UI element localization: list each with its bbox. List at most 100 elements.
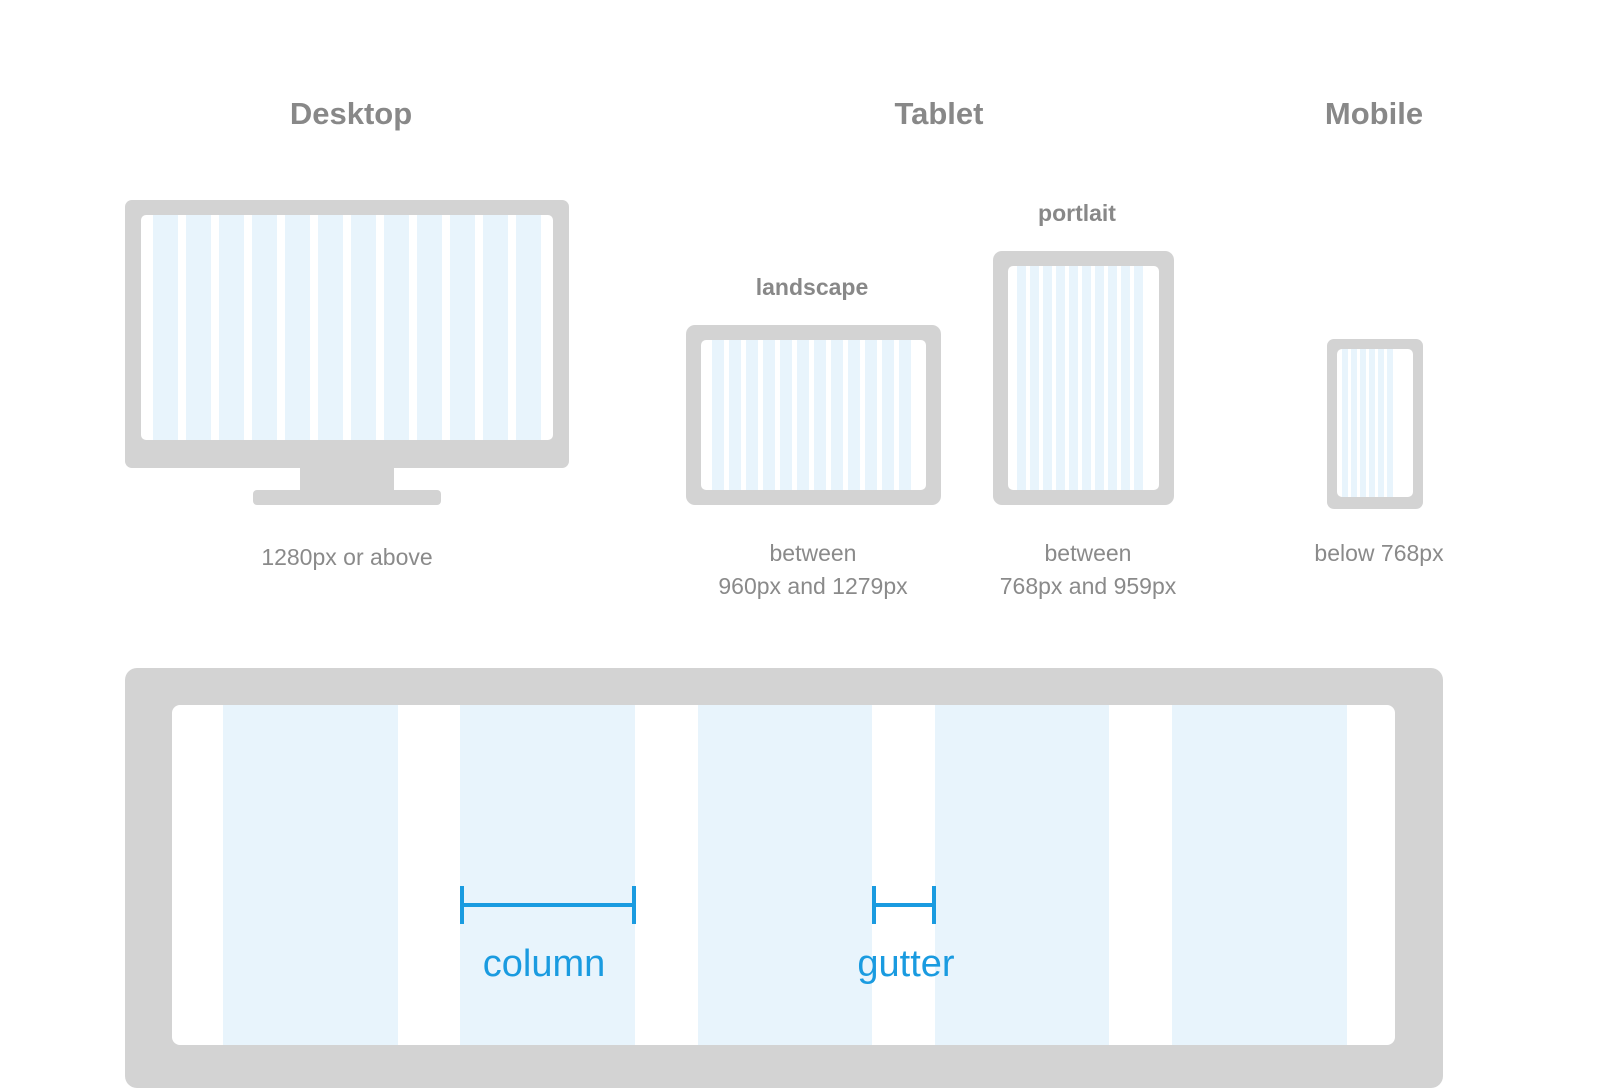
screen-gutter (211, 215, 219, 440)
screen-column (1017, 266, 1026, 490)
diagram-card: Desktop Tablet Mobile 1280px or above la… (125, 96, 1529, 1088)
screen-column (1056, 266, 1065, 490)
screen-column (831, 340, 843, 490)
tablet-landscape-screen (701, 340, 926, 490)
screen-column (318, 215, 343, 440)
gutter-measure-left-tick (872, 886, 876, 924)
screen-gutter (1357, 349, 1360, 497)
screen-gutter (1366, 349, 1369, 497)
column-measure (460, 886, 636, 926)
screen-gutter (442, 215, 450, 440)
caption-desktop: 1280px or above (197, 541, 497, 574)
screen-column (899, 340, 911, 490)
screen-gutter (877, 340, 882, 490)
screen-column (1069, 266, 1078, 490)
screen-gutter (758, 340, 763, 490)
gutter-measure-right-tick (932, 886, 936, 924)
column-measure-right-tick (632, 886, 636, 924)
screen-column (1121, 266, 1130, 490)
screen-gutter (1065, 266, 1069, 490)
screen-gutter (1026, 266, 1030, 490)
column-measure-left-tick (460, 886, 464, 924)
screen-gutter (826, 340, 831, 490)
screen-gutter (809, 340, 814, 490)
screen-column (351, 215, 376, 440)
tablet-portrait-screen (1008, 266, 1159, 490)
grid-column-4 (935, 705, 1109, 1045)
grid-column-5 (1172, 705, 1347, 1045)
screen-column (1351, 349, 1357, 497)
screen-gutter (843, 340, 848, 490)
screen-column (882, 340, 894, 490)
screen-column (1030, 266, 1039, 490)
caption-portrait: between 768px and 959px (938, 537, 1238, 603)
label-landscape: landscape (755, 274, 869, 300)
screen-column (1387, 349, 1393, 497)
screen-column (797, 340, 809, 490)
grid-column-3 (698, 705, 872, 1045)
screen-column (848, 340, 860, 490)
grid-column-1 (223, 705, 398, 1045)
caption-mobile: below 768px (1229, 537, 1529, 570)
label-portrait: portlait (1038, 200, 1116, 226)
screen-gutter (860, 340, 865, 490)
screen-gutter (1104, 266, 1108, 490)
screen-column (746, 340, 758, 490)
screen-gutter (741, 340, 746, 490)
heading-mobile: Mobile (1324, 96, 1424, 131)
mobile-screen (1337, 349, 1413, 497)
screen-gutter (1052, 266, 1056, 490)
screen-gutter (775, 340, 780, 490)
screen-column (417, 215, 442, 440)
screen-column (450, 215, 475, 440)
screen-gutter (724, 340, 729, 490)
screen-gutter (792, 340, 797, 490)
screen-column (219, 215, 244, 440)
desktop-screen (141, 215, 553, 440)
screen-column (1134, 266, 1143, 490)
caption-portrait-line2: 768px and 959px (999, 573, 1177, 599)
screen-column (763, 340, 775, 490)
screen-gutter (409, 215, 417, 440)
screen-column (1108, 266, 1117, 490)
screen-gutter (1384, 349, 1387, 497)
screen-column (1043, 266, 1052, 490)
screen-gutter (310, 215, 318, 440)
screen-gutter (475, 215, 483, 440)
screen-column (814, 340, 826, 490)
screen-gutter (178, 215, 186, 440)
screen-gutter (1117, 266, 1121, 490)
screen-column (483, 215, 508, 440)
screen-gutter (1091, 266, 1095, 490)
screen-column (252, 215, 277, 440)
screen-column (1095, 266, 1104, 490)
screen-gutter (508, 215, 516, 440)
caption-mobile-text: below 768px (1314, 540, 1444, 566)
caption-landscape-line1: between (769, 540, 857, 566)
screen-column (1369, 349, 1375, 497)
screen-gutter (1078, 266, 1082, 490)
screen-gutter (1130, 266, 1134, 490)
heading-desktop: Desktop (289, 96, 413, 131)
desktop-stand-base (253, 490, 441, 505)
column-label: column (482, 943, 606, 985)
screen-column (865, 340, 877, 490)
screen-column (1342, 349, 1348, 497)
screen-column (153, 215, 178, 440)
caption-landscape-line2: 960px and 1279px (718, 573, 908, 599)
screen-column (1378, 349, 1384, 497)
caption-landscape: between 960px and 1279px (663, 537, 963, 603)
gutter-measure-line (872, 903, 936, 907)
screen-gutter (1375, 349, 1378, 497)
screen-column (1360, 349, 1366, 497)
screen-column (1082, 266, 1091, 490)
screen-gutter (343, 215, 351, 440)
caption-portrait-line1: between (1044, 540, 1132, 566)
grid-column-2 (460, 705, 635, 1045)
screen-column (384, 215, 409, 440)
desktop-stand-neck (300, 466, 394, 492)
gutter-label: gutter (857, 943, 955, 985)
screen-column (186, 215, 211, 440)
screen-column (285, 215, 310, 440)
screen-gutter (894, 340, 899, 490)
